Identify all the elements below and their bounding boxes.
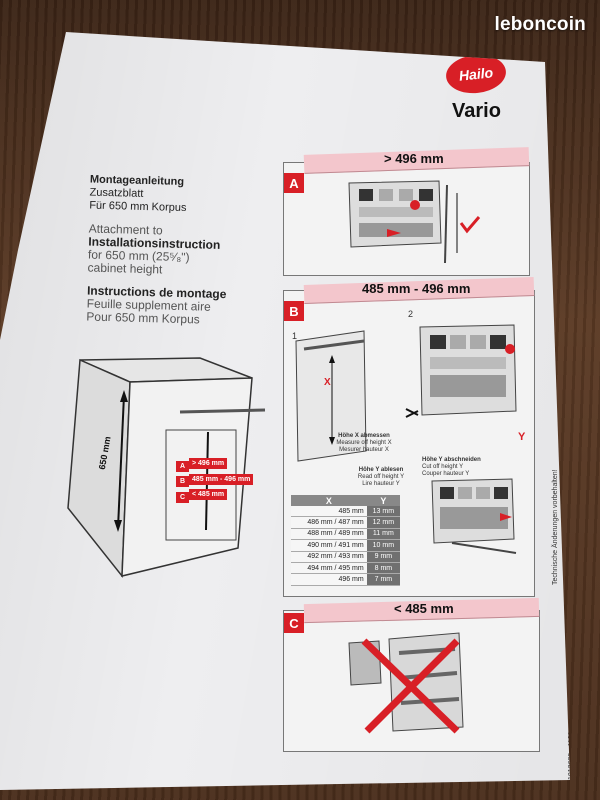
step2-y-label: Y xyxy=(518,431,526,443)
step-1-label: 1 xyxy=(292,331,298,341)
section-b-step2-result-drawing xyxy=(431,478,517,554)
section-c-title: < 485 mm xyxy=(394,601,454,616)
section-a-title: > 496 mm xyxy=(384,151,444,166)
section-b-step1-drawing xyxy=(295,330,367,462)
leboncoin-watermark: leboncoin xyxy=(494,14,586,35)
cabinet-option-c-label: < 485 mm xyxy=(189,489,228,500)
section-a-letter: A xyxy=(284,173,304,193)
cabinet-illustration xyxy=(67,357,266,579)
section-b-step2-drawing xyxy=(405,324,517,418)
technical-changes-note: Technische Änderungen vorbehalten! xyxy=(552,469,559,585)
cabinet-option-a-letter: A xyxy=(176,461,189,472)
measure-x-text: Höhe X abmessen Measure off height X Mes… xyxy=(336,433,392,453)
section-a-drawing xyxy=(348,180,481,264)
cabinet-option-b-letter: B xyxy=(176,476,189,487)
step-2-label: 2 xyxy=(408,309,414,319)
section-c-letter: C xyxy=(284,613,304,633)
cut-y-text: Höhe Y abschneiden Cut off height Y Coup… xyxy=(422,457,481,477)
section-a: > 496 mm A xyxy=(283,147,530,276)
cabinet-option-a-label: > 496 mm xyxy=(189,458,228,469)
step1-x-label: X xyxy=(324,377,331,388)
cabinet-option-b-label: 485 mm - 496 mm xyxy=(189,474,254,485)
cabinet-option-c-letter: C xyxy=(176,492,189,503)
brand-title: Vario xyxy=(452,100,501,122)
table-header-y: Y xyxy=(366,495,400,506)
section-b-letter: B xyxy=(284,301,304,321)
section-b-title: 485 mm - 496 mm xyxy=(362,281,471,296)
section-c-drawing xyxy=(348,632,464,734)
intro-text: Montageanleitung Zusatzblatt Für 650 mm … xyxy=(86,174,280,339)
table-header-x: X xyxy=(291,495,367,506)
read-y-text: Höhe Y ablesen Read off height Y Lire ha… xyxy=(357,467,405,487)
section-c: < 485 mm C xyxy=(283,597,540,752)
